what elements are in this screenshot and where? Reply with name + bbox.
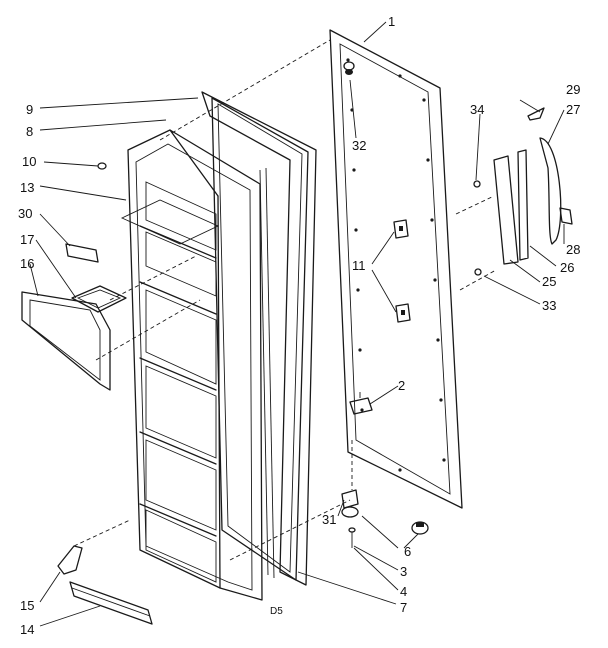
label-plate-30 <box>65 243 99 263</box>
handle-assembly <box>473 107 573 276</box>
callout-28: 28 <box>566 242 580 257</box>
callout-30: 30 <box>18 206 32 221</box>
callout-31: 31 <box>322 512 336 527</box>
leader-lines <box>29 21 565 627</box>
callout-34: 34 <box>470 102 484 117</box>
callout-8: 8 <box>26 124 33 139</box>
callout-27: 27 <box>566 102 580 117</box>
callout-33: 33 <box>542 298 556 313</box>
callout-14: 14 <box>20 622 34 637</box>
inner-door-liner <box>120 129 263 601</box>
screw-10 <box>97 162 107 170</box>
diagram-code: D5 <box>270 606 283 617</box>
callout-25: 25 <box>542 274 556 289</box>
callout-17: 17 <box>20 232 34 247</box>
callout-16: 16 <box>20 256 34 271</box>
callout-9: 9 <box>26 102 33 117</box>
callout-2: 2 <box>398 378 405 393</box>
callout-1: 1 <box>388 14 395 29</box>
callout-13: 13 <box>20 180 34 195</box>
toe-grille-15 <box>57 545 83 575</box>
assembly-lines <box>73 39 497 561</box>
callout-11: 11 <box>352 258 366 273</box>
callout-3: 3 <box>400 564 407 579</box>
callouts: 1 2 3 4 6 7 8 9 10 11 13 14 15 16 17 25 … <box>18 14 580 637</box>
callout-32: 32 <box>352 138 366 153</box>
liner-trim <box>201 91 317 586</box>
small-tray-17 <box>71 285 127 313</box>
callout-15: 15 <box>20 598 34 613</box>
hinge-hardware <box>341 489 429 548</box>
callout-10: 10 <box>22 154 36 169</box>
callout-4: 4 <box>400 584 407 599</box>
callout-29: 29 <box>566 82 580 97</box>
door-bin-16 <box>21 291 111 391</box>
callout-6: 6 <box>404 544 411 559</box>
grille-bar-14 <box>69 581 153 625</box>
callout-7: 7 <box>400 600 407 615</box>
callout-26: 26 <box>560 260 574 275</box>
outer-door-panel <box>329 29 463 509</box>
